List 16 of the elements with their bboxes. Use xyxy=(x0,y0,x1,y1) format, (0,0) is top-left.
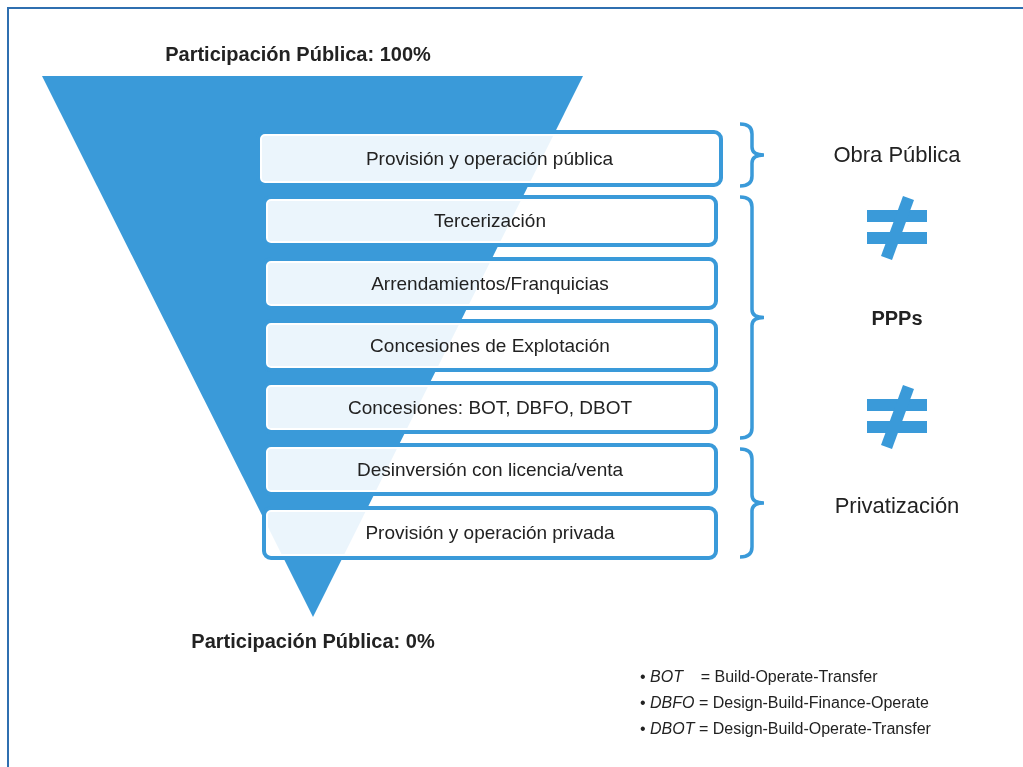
box-label: Tercerización xyxy=(434,210,546,232)
group-label: PPPs xyxy=(871,306,923,330)
group-label: Obra Pública xyxy=(833,142,961,168)
box-label: Provisión y operación pública xyxy=(365,147,614,170)
heading-label: Participación Pública: 0% xyxy=(191,629,435,653)
process-box xyxy=(262,506,718,560)
box-label: Concesiones de Explotación xyxy=(370,334,610,357)
box-label: Concesiones: BOT, DBFO, DBOT xyxy=(348,396,632,419)
box-label: Provisión y operación privada xyxy=(365,522,615,544)
heading-label: Participación Pública: 100% xyxy=(165,42,431,66)
footnote: • BOT = Build-Operate-Transfer xyxy=(640,667,879,687)
box-label: Arrendamientos/Franquicias xyxy=(371,272,609,295)
footnote: • DBFO = Design-Build-Finance-Operate xyxy=(640,693,930,713)
box-label: Desinversión con licencia/venta xyxy=(356,458,624,481)
footnote: • DBOT = Design-Build-Operate-Transfer xyxy=(640,719,931,739)
group-label: Privatización xyxy=(834,493,960,519)
